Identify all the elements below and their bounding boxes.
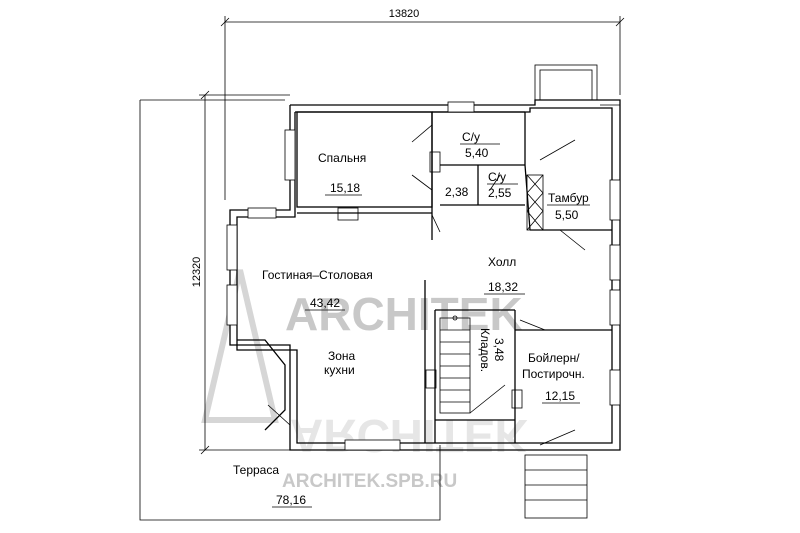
- stove-icon: [425, 369, 437, 389]
- boiler-icon: [429, 151, 441, 173]
- room-storage-name: Кладов.: [478, 328, 492, 372]
- room-terrace-name: Терраса: [233, 463, 279, 477]
- room-wc2: С/у 2,55: [487, 170, 518, 200]
- room-living-name: Гостиная–Столовая: [262, 268, 373, 282]
- dimension-width: 13820: [220, 8, 625, 200]
- radiator-icon: [337, 207, 359, 221]
- room-terrace-area: 78,16: [276, 493, 306, 507]
- terrace-outline: [139, 100, 441, 521]
- room-storage: Кладов. 3,48: [478, 328, 506, 372]
- room-closet: 2,38: [445, 185, 469, 199]
- room-closet-area: 2,38: [445, 185, 469, 199]
- dimension-height: 12320: [191, 90, 290, 455]
- room-vestibule-area: 5,50: [555, 208, 579, 222]
- room-hall-area: 18,32: [488, 280, 518, 294]
- vestibule-partition: [526, 174, 544, 231]
- room-bedroom-name: Спальня: [318, 151, 366, 165]
- room-vestibule: Тамбур 5,50: [547, 191, 590, 222]
- room-wc1-name: С/у: [462, 130, 480, 144]
- room-hall-name: Холл: [488, 255, 516, 269]
- room-bedroom-area: 15,18: [330, 181, 360, 195]
- room-boiler: Бойлерн/ Постирочн. 12,15: [522, 351, 585, 404]
- room-living-area: 43,42: [310, 296, 340, 310]
- watermark: ARCHITEK ARCHITEK ARCHITEK.SPB.RU: [201, 269, 528, 492]
- dimension-width-label: 13820: [389, 8, 420, 20]
- room-wc2-name: С/у: [488, 170, 506, 184]
- room-kitchen: Зона кухни: [324, 349, 356, 377]
- room-kitchen-name-line2: кухни: [324, 363, 355, 377]
- room-boiler-area: 12,15: [545, 389, 575, 403]
- dimension-height-label: 12320: [191, 257, 203, 288]
- room-boiler-name-line2: Постирочн.: [522, 367, 585, 381]
- room-living: Гостиная–Столовая 43,42: [262, 268, 373, 311]
- interior-walls: [296, 111, 612, 443]
- windows: [226, 101, 621, 451]
- watermark-brand: ARCHITEK: [285, 288, 523, 340]
- room-bedroom: Спальня 15,18: [318, 151, 366, 196]
- room-storage-area: 3,48: [492, 338, 506, 362]
- room-boiler-name-line1: Бойлерн/: [528, 351, 580, 365]
- washer-icon: [511, 389, 523, 409]
- watermark-brand-reflection: ARCHITEK: [290, 410, 528, 462]
- room-hall: Холл 18,32: [484, 255, 525, 295]
- room-terrace: Терраса 78,16: [233, 463, 312, 508]
- room-wc1: С/у 5,40: [460, 130, 500, 160]
- room-kitchen-name-line1: Зона: [328, 349, 356, 363]
- staircase: [439, 315, 506, 414]
- room-wc2-area: 2,55: [488, 186, 512, 200]
- doors: [267, 124, 586, 446]
- room-vestibule-name: Тамбур: [548, 191, 589, 205]
- watermark-url: ARCHITEK.SPB.RU: [282, 471, 457, 492]
- room-wc1-area: 5,40: [465, 146, 489, 160]
- fixtures: [337, 151, 523, 409]
- entrance-steps: [524, 64, 620, 519]
